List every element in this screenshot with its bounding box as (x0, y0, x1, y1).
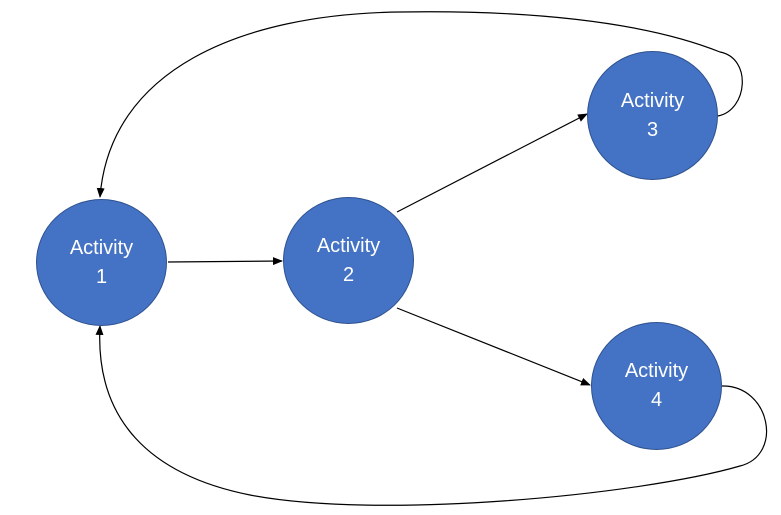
activity-1-label: Activity (69, 236, 134, 259)
activity-4-number: 4 (650, 389, 663, 411)
activity-2-label: Activity (316, 234, 381, 257)
edge-3-to-1 (96, 11, 743, 198)
edge-2-to-3 (396, 113, 588, 213)
activity-1-number: 1 (95, 265, 108, 288)
activity-3-number: 3 (646, 118, 659, 141)
edge-2-to-4 (396, 307, 591, 386)
edge-4-to-1 (95, 325, 767, 506)
activity-2-node[interactable]: Activity 2 (283, 197, 414, 324)
activity-3-node[interactable]: Activity 3 (587, 51, 718, 180)
activity-4-node[interactable]: Activity 4 (591, 322, 722, 450)
activity-1-node[interactable]: Activity 1 (36, 199, 167, 326)
activity-2-number: 2 (342, 263, 355, 286)
edge-1-to-2 (167, 257, 283, 266)
activity-4-label: Activity (624, 360, 689, 382)
activity-3-label: Activity (620, 89, 685, 112)
